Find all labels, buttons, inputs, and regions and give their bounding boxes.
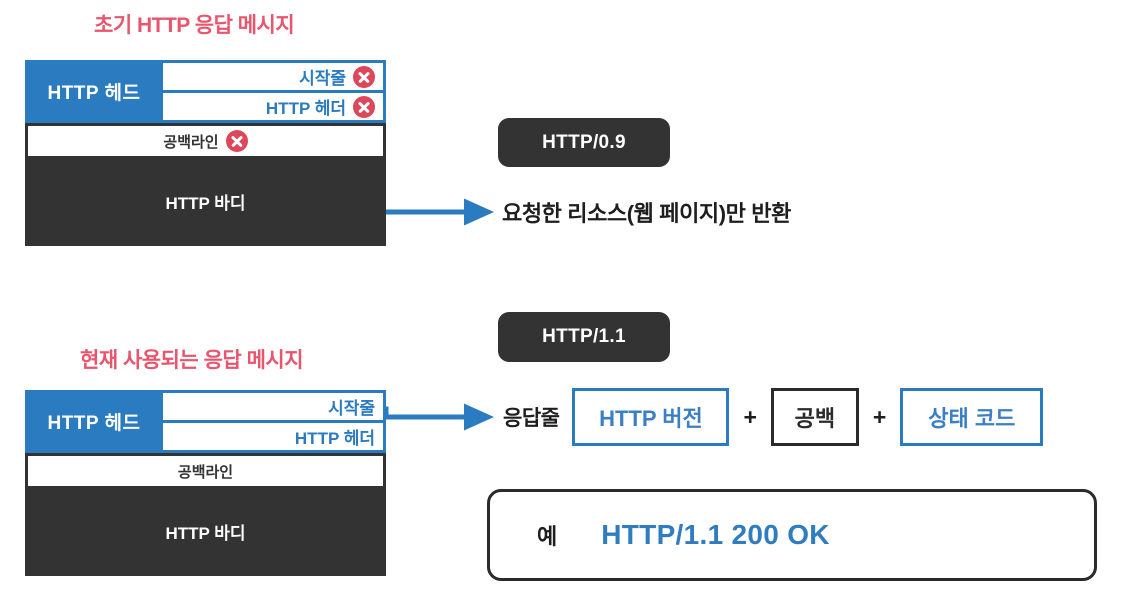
http-head-label-current: HTTP 헤드	[47, 413, 141, 434]
http-message-diagram-initial: HTTP 헤드 시작줄 HTTP 헤더 공백라인 HTTP 바디	[25, 60, 386, 246]
http-head-section: HTTP 헤드 시작줄 HTTP 헤더	[25, 60, 386, 123]
cross-icon-start-line	[353, 65, 375, 88]
cross-icon-blank-line	[225, 130, 248, 152]
example-value: HTTP/1.1 200 OK	[601, 519, 830, 550]
http-header-label: HTTP 헤더	[265, 99, 346, 118]
version-badge-http09: HTTP/0.9	[498, 118, 670, 167]
blank-line-label-current: 공백라인	[177, 463, 234, 481]
cross-icon-http-header	[353, 95, 375, 118]
blank-line-wrapper-current: 공백라인	[25, 453, 386, 486]
plus-operator-2: +	[872, 403, 887, 430]
http-header-label-current: HTTP 헤더	[294, 429, 375, 448]
blank-line-label: 공백라인	[163, 133, 219, 151]
description-http09: 요청한 리소스(웹 페이지)만 반환	[502, 201, 791, 226]
page-title-current: 현재 사용되는 응답 메시지	[80, 349, 304, 372]
http-message-diagram-current: HTTP 헤드 시작줄 HTTP 헤더 공백라인 HTTP 바디	[25, 390, 386, 576]
plus-operator-1: +	[743, 403, 757, 430]
example-box: 예 HTTP/1.1 200 OK	[487, 489, 1097, 581]
http-head-label: HTTP 헤드	[47, 83, 141, 104]
start-line-row-current: 시작줄	[163, 393, 383, 420]
blank-line-row: 공백라인	[28, 126, 383, 156]
start-line-label-current: 시작줄	[328, 399, 375, 418]
http-head-section-current: HTTP 헤드 시작줄 HTTP 헤더	[25, 390, 386, 453]
http-head-rows: 시작줄 HTTP 헤더	[163, 60, 386, 123]
http-header-row: HTTP 헤더	[163, 93, 383, 120]
example-label: 예	[537, 524, 558, 549]
response-line-formula: 응답줄 HTTP 버전 + 공백 + 상태 코드	[503, 386, 1044, 448]
http-body-label-current: HTTP 바디	[165, 523, 246, 543]
http-body-section: HTTP 바디	[25, 156, 386, 246]
formula-part-http-version: HTTP 버전	[572, 388, 730, 446]
blank-line-wrapper: 공백라인	[25, 123, 386, 156]
formula-part-space: 공백	[770, 388, 859, 446]
version-badge-http11: HTTP/1.1	[498, 312, 670, 362]
http-head-rows-current: 시작줄 HTTP 헤더	[163, 390, 386, 453]
page-title-initial: 초기 HTTP 응답 메시지	[94, 14, 295, 37]
start-line-label: 시작줄	[299, 69, 346, 88]
formula-part-status-code: 상태 코드	[900, 388, 1044, 446]
http-body-section-current: HTTP 바디	[25, 486, 386, 576]
http-body-label: HTTP 바디	[165, 193, 246, 213]
start-line-row: 시작줄	[163, 63, 383, 90]
response-line-label: 응답줄	[503, 407, 560, 430]
blank-line-row-current: 공백라인	[28, 456, 383, 486]
http-header-row-current: HTTP 헤더	[163, 423, 383, 450]
